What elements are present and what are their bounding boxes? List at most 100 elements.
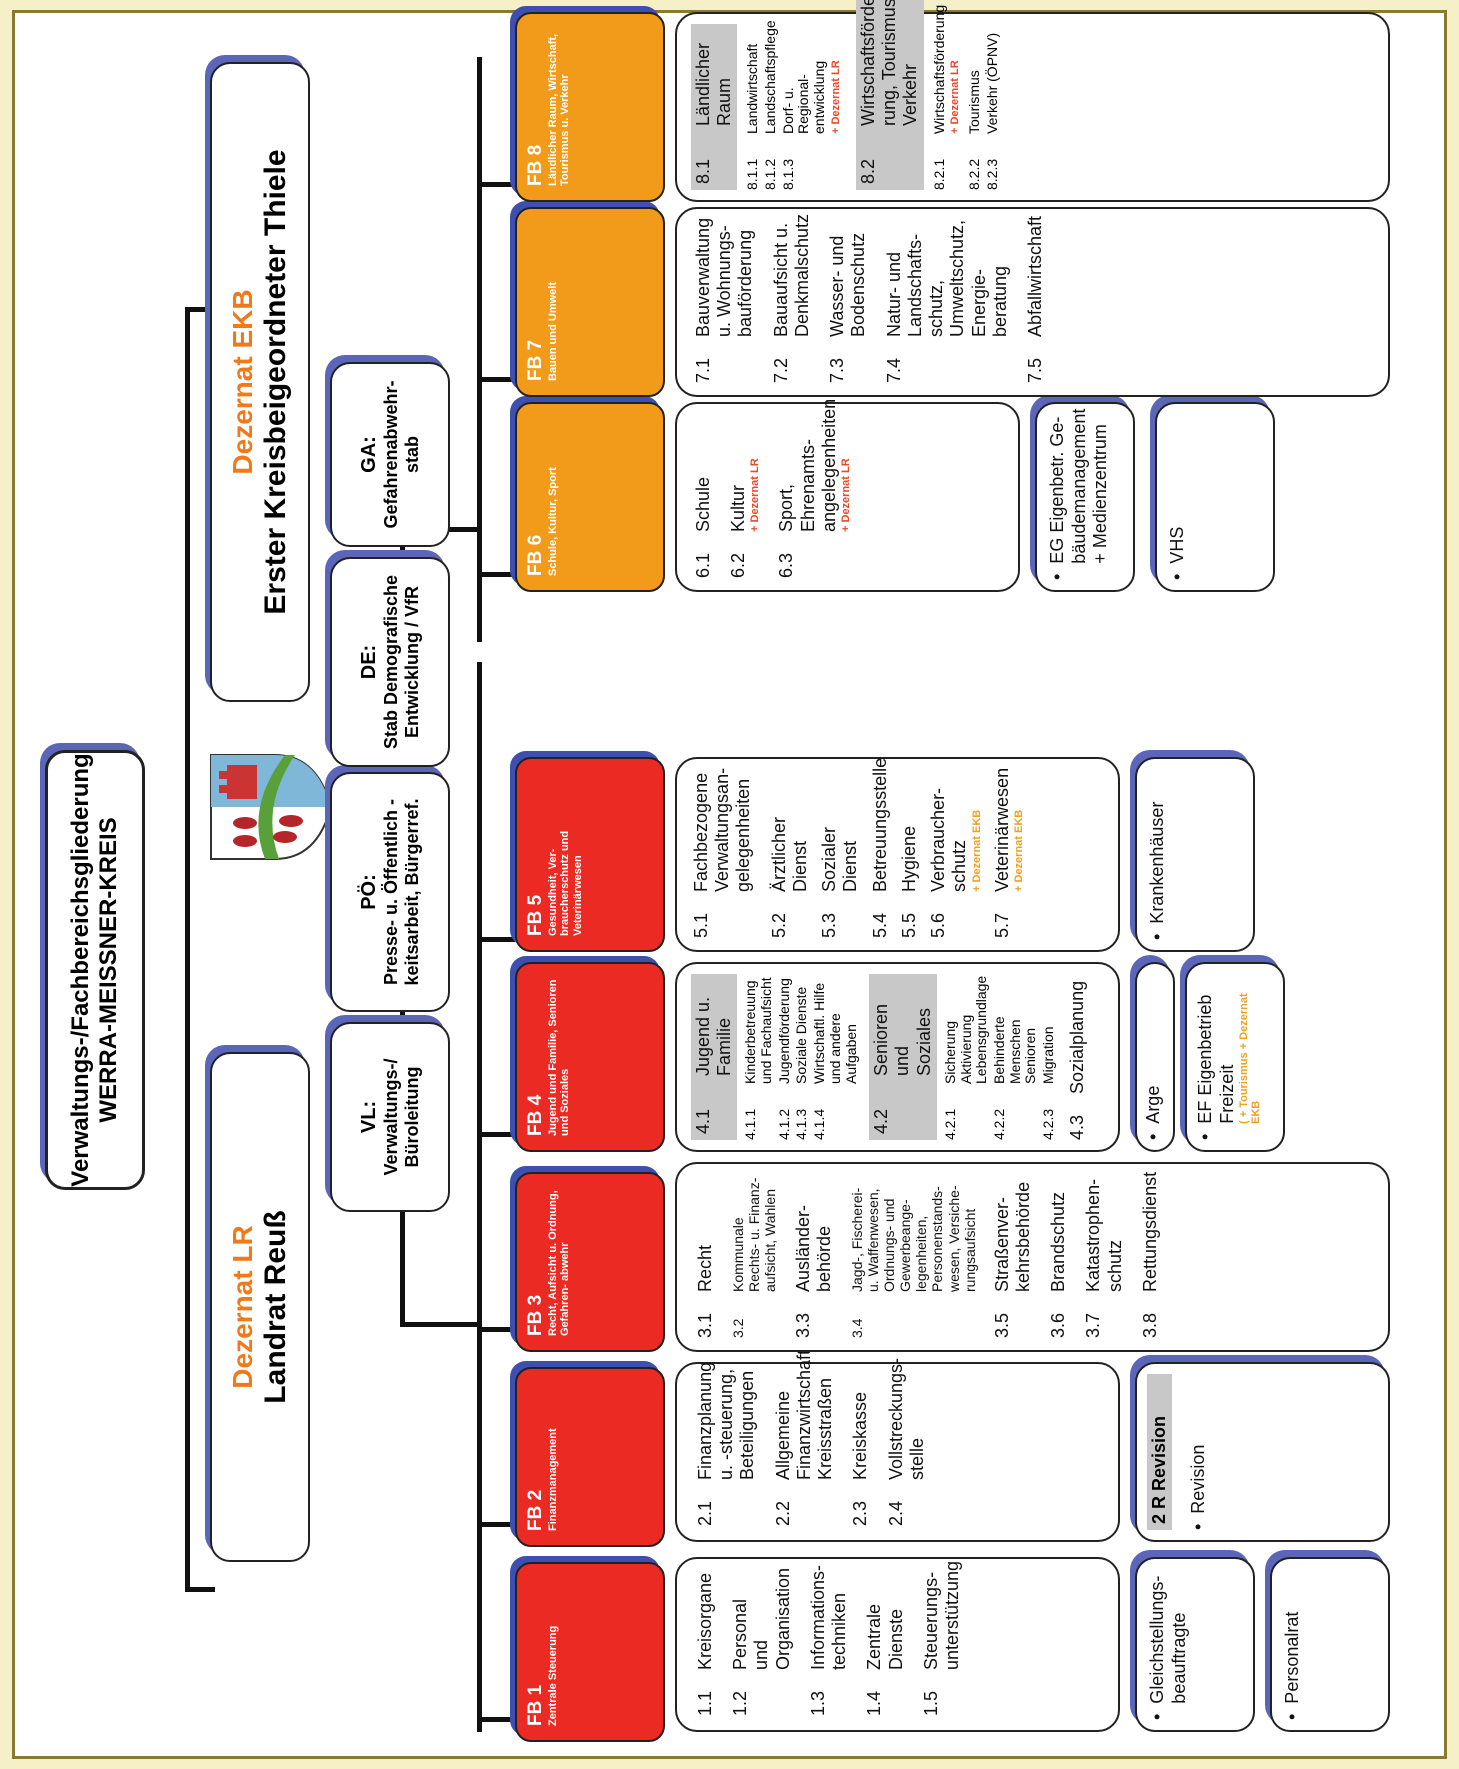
fb8-number: FB 8 <box>525 144 546 186</box>
stab-vl-abbr: VL: <box>357 1100 380 1134</box>
fb5-number: FB 5 <box>525 894 546 936</box>
org-chart: Verwaltungs-/Fachbereichsgliederung WERR… <box>25 0 1435 1752</box>
fb8-title: Ländlicher Raum, Wirtschaft, Tourismus u… <box>546 33 572 186</box>
ef-note: ( + Tourismus + Dezernat EKB <box>1238 993 1263 1124</box>
connector-line <box>477 662 482 1732</box>
connector-line <box>405 1322 477 1327</box>
fb8-subs2-note: + Dezernat LR <box>949 60 962 134</box>
revision-box: 2 R Revision Revision <box>1135 1362 1390 1542</box>
eg-box: EG Eigenbetr. Ge- bäudemanagement + Medi… <box>1035 402 1135 592</box>
fb1-title: Zentrale Steuerung <box>546 1625 559 1726</box>
connector-line <box>185 307 190 1592</box>
stab-vl: VL: Verwaltungs-/ Büroleitung <box>330 1022 450 1212</box>
fb4-header: FB 4 Jugend und Familie, Senioren und So… <box>515 962 665 1152</box>
vhs-box: VHS <box>1155 402 1275 592</box>
fb4-title: Jugend und Familie, Senioren und Soziale… <box>546 979 572 1136</box>
stab-ga: GA: Gefahrenabwehr- stab <box>330 362 450 547</box>
fb2-title: Finanzmanagement <box>546 1428 559 1531</box>
stab-de-text: Stab Demografische Entwicklung / VfR <box>380 574 422 750</box>
fb1-number: FB 1 <box>525 1684 546 1726</box>
stab-ga-text: Gefahrenabwehr- stab <box>380 380 422 529</box>
fb7-header: FB 7 Bauen und Umwelt <box>515 207 665 397</box>
connector-line <box>477 1522 515 1527</box>
stab-de-abbr: DE: <box>357 644 380 680</box>
connector-line <box>477 377 515 382</box>
connector-line <box>185 1587 215 1592</box>
connector-line <box>477 937 515 942</box>
stab-poe-abbr: PÖ: <box>357 874 380 910</box>
krankenhaeuser-box: Krankenhäuser <box>1135 757 1255 952</box>
fb3-number: FB 3 <box>525 1294 546 1336</box>
title-line-2: WERRA-MEISSNER-KREIS <box>95 817 122 1123</box>
connector-line <box>477 57 482 642</box>
stab-ga-abbr: GA: <box>357 436 380 473</box>
stab-poe-text: Presse- u. Öffentlich - keitsarbeit, Bür… <box>380 798 422 986</box>
stab-de: DE: Stab Demografische Entwicklung / VfR <box>330 557 450 767</box>
page-frame: Verwaltungs-/Fachbereichsgliederung WERR… <box>12 0 1447 1759</box>
title-line-1: Verwaltungs-/Fachbereichsgliederung <box>67 753 94 1187</box>
revision-item: Revision <box>1188 1374 1210 1530</box>
dezernat-lr-box: Dezernat LR Landrat Reuß <box>210 1052 310 1562</box>
fb5-header: FB 5 Gesundheit, Ver- braucherschutz und… <box>515 757 665 952</box>
fb3-header: FB 3 Recht, Aufsicht u. Ordnung, Gefahre… <box>515 1172 665 1352</box>
connector-line <box>477 1717 515 1722</box>
fb6-title: Schule, Kultur, Sport <box>546 467 559 576</box>
connector-line <box>477 1132 515 1137</box>
stab-vl-text: Verwaltungs-/ Büroleitung <box>380 1058 422 1176</box>
fb2-header: FB 2 Finanzmanagement <box>515 1367 665 1547</box>
fb6-number: FB 6 <box>525 534 546 576</box>
dezernat-ekb-box: Dezernat EKB Erster Kreisbeigeordneter T… <box>210 62 310 702</box>
fb4-number: FB 4 <box>525 1094 546 1136</box>
arge-box: Arge <box>1135 962 1175 1152</box>
revision-head: 2 R Revision <box>1147 1374 1172 1530</box>
dezernat-ekb-label: Dezernat EKB <box>227 289 258 475</box>
fb5-title: Gesundheit, Ver- braucherschutz und Vete… <box>546 830 585 936</box>
krankenhaeuser-item: Krankenhäuser <box>1147 769 1169 940</box>
fb8-subs1-note: + Dezernat LR <box>829 60 842 134</box>
connector-line <box>477 572 515 577</box>
